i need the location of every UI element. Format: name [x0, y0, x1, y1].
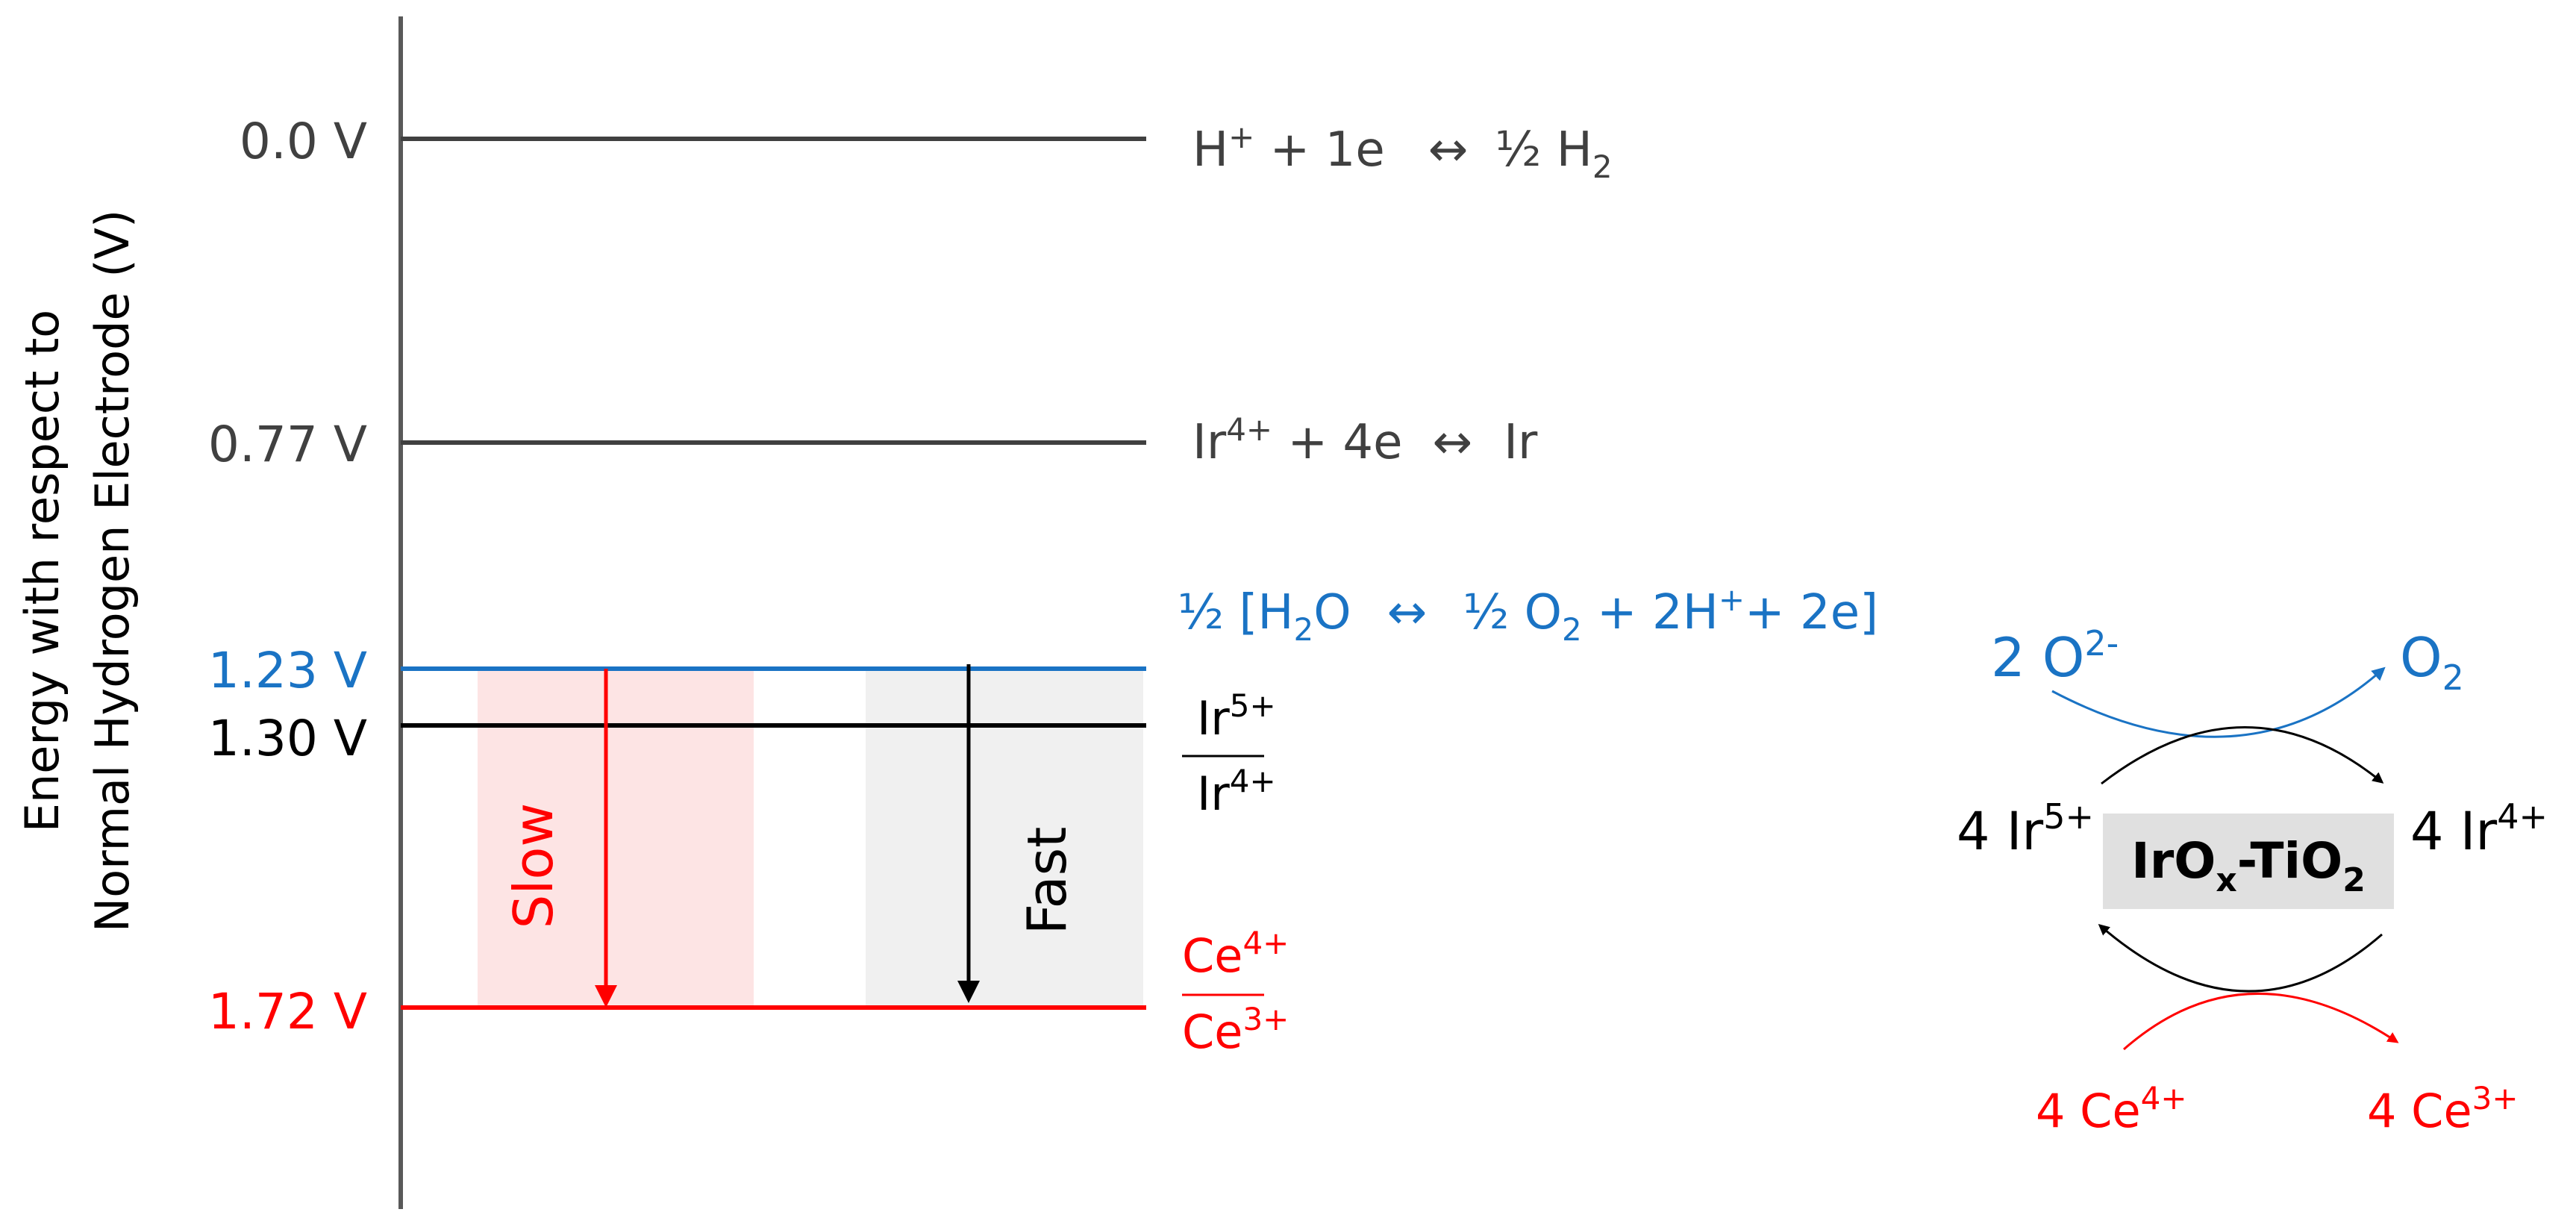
reaction-hydrogen: H+ + 1e↔½ H2: [1192, 119, 1613, 185]
y-axis-label: Energy with respect to Normal Hydrogen E…: [15, 210, 140, 932]
couple-cerium: Ce4+ Ce3+: [1182, 925, 1289, 1059]
reaction-water-oxidation: ½ [H2O↔½ O2 + 2H++ 2e]: [1178, 581, 1878, 648]
couple-iridium-bottom: Ir4+: [1197, 763, 1276, 821]
level-label-123v: 1.23 V: [208, 642, 367, 699]
cycle-ir5-label: 4 Ir5+: [1957, 796, 2094, 862]
slow-label: Slow: [502, 803, 565, 929]
couple-iridium: Ir5+ Ir4+: [1182, 687, 1276, 821]
cycle-ce4-label: 4 Ce4+: [2036, 1080, 2187, 1138]
reaction-iridium: Ir4+ + 4e↔Ir: [1192, 411, 1538, 470]
cycle-ir4-label: 4 Ir4+: [2410, 796, 2548, 862]
oxygen-arc-arrow: [2051, 666, 2386, 738]
level-label-077v: 0.77 V: [208, 416, 367, 473]
cycle-ce3-label: 4 Ce3+: [2367, 1080, 2519, 1138]
catalytic-cycle: IrOx-TiO2 4 Ir5+ 4 Ir4+ 2 O2- O2 4 Ce4+ …: [1957, 623, 2548, 1138]
couple-iridium-top: Ir5+: [1197, 687, 1276, 746]
cycle-oxide-label: 2 O2-: [1991, 623, 2119, 689]
level-label-172v: 1.72 V: [208, 983, 367, 1040]
fast-label: Fast: [1016, 827, 1078, 935]
cerium-arc-arrow: [2123, 992, 2399, 1051]
fast-band: [866, 669, 1143, 1008]
level-label-130v: 1.30 V: [208, 710, 367, 767]
iridium-bottom-arc-arrow: [2098, 924, 2383, 993]
level-label-0v: 0.0 V: [240, 113, 367, 170]
catalyst-box: [2103, 814, 2394, 909]
catalyst-label: IrOx-TiO2: [2131, 832, 2366, 899]
y-axis-label-line1: Energy with respect to: [15, 310, 69, 832]
couple-cerium-top: Ce4+: [1182, 925, 1289, 983]
couple-cerium-bottom: Ce3+: [1182, 1001, 1289, 1059]
y-axis-label-line2: Normal Hydrogen Electrode (V): [85, 210, 140, 932]
cycle-oxygen-label: O2: [2400, 626, 2464, 698]
iridium-top-arc-arrow: [2101, 726, 2384, 785]
